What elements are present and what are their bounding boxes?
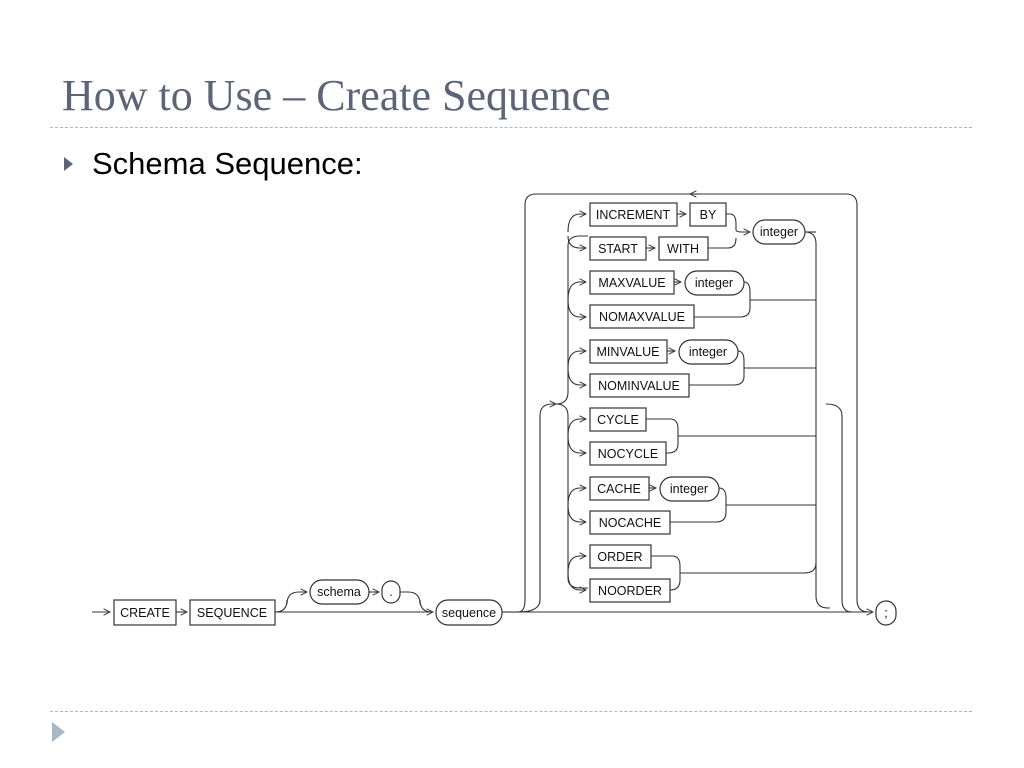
slide-title: How to Use – Create Sequence xyxy=(62,71,611,120)
integer-term-pill-minvalue xyxy=(678,339,739,365)
start-keyword-box xyxy=(589,236,647,261)
group-bus xyxy=(555,235,588,405)
integer-term-minvalue: integer xyxy=(689,345,727,359)
schema-branch-up xyxy=(274,592,307,613)
schema-term: schema xyxy=(317,585,361,599)
nomaxvalue-keyword: NOMAXVALUE xyxy=(599,310,685,324)
with-keyword: WITH xyxy=(667,242,699,256)
diagram-lines xyxy=(92,194,873,612)
sequence-term: sequence xyxy=(442,606,496,620)
order-keyword: ORDER xyxy=(597,550,642,564)
left-choice-rail xyxy=(517,404,556,613)
sequence-term-pill xyxy=(435,599,503,626)
integer-term-cache: integer xyxy=(670,482,708,496)
minvalue-keyword-box xyxy=(589,339,668,364)
bullet-triangle-icon xyxy=(64,157,73,171)
right-rail-out xyxy=(825,403,853,613)
schema-branch-down xyxy=(400,591,433,613)
increment-keyword: INCREMENT xyxy=(596,208,671,222)
semicolon-pill xyxy=(875,600,897,626)
nocycle-keyword-box xyxy=(589,441,667,466)
with-keyword-box xyxy=(658,236,709,261)
noorder-keyword: NOORDER xyxy=(598,584,662,598)
by-keyword: BY xyxy=(700,208,717,222)
create-keyword: CREATE xyxy=(120,606,170,620)
nominvalue-keyword-box xyxy=(589,373,690,398)
right-choice-rail xyxy=(815,300,830,609)
integer-term-maxvalue: integer xyxy=(695,276,733,290)
by-keyword-box xyxy=(689,202,727,227)
nocache-keyword: NOCACHE xyxy=(599,516,662,530)
minvalue-keyword: MINVALUE xyxy=(597,345,660,359)
integer-term-increment: integer xyxy=(760,225,798,239)
dot-pill xyxy=(381,580,401,604)
order-keyword-box xyxy=(589,544,652,569)
maxvalue-keyword-box xyxy=(589,270,675,295)
title-divider xyxy=(50,127,972,128)
noorder-keyword-box xyxy=(589,578,671,603)
dot-symbol: . xyxy=(389,585,392,599)
group-bus-low xyxy=(555,403,588,589)
semicolon-symbol: ; xyxy=(884,606,887,620)
cache-keyword-box xyxy=(589,476,650,501)
sequence-keyword-box xyxy=(189,599,276,626)
start-keyword: START xyxy=(598,242,638,256)
sequence-keyword: SEQUENCE xyxy=(197,606,267,620)
nomaxvalue-keyword-box xyxy=(589,304,695,329)
footer-divider xyxy=(50,711,972,712)
top-right-rail xyxy=(804,231,817,300)
nocache-keyword-box xyxy=(589,510,671,535)
cache-keyword: CACHE xyxy=(597,482,641,496)
next-slide-arrow-icon[interactable] xyxy=(52,722,65,742)
create-keyword-box xyxy=(113,599,177,626)
nominvalue-keyword: NOMINVALUE xyxy=(598,379,680,393)
cycle-keyword: CYCLE xyxy=(597,413,639,427)
bullet-text: Schema Sequence: xyxy=(92,146,363,181)
integer-term-pill-cache xyxy=(659,476,720,502)
nocycle-keyword: NOCYCLE xyxy=(598,447,658,461)
integer-term-pill-increment xyxy=(752,219,806,245)
integer-term-pill-maxvalue xyxy=(684,270,745,296)
schema-term-pill xyxy=(309,579,370,605)
increment-keyword-box xyxy=(589,202,678,227)
cycle-keyword-box xyxy=(589,407,647,432)
maxvalue-keyword: MAXVALUE xyxy=(598,276,665,290)
